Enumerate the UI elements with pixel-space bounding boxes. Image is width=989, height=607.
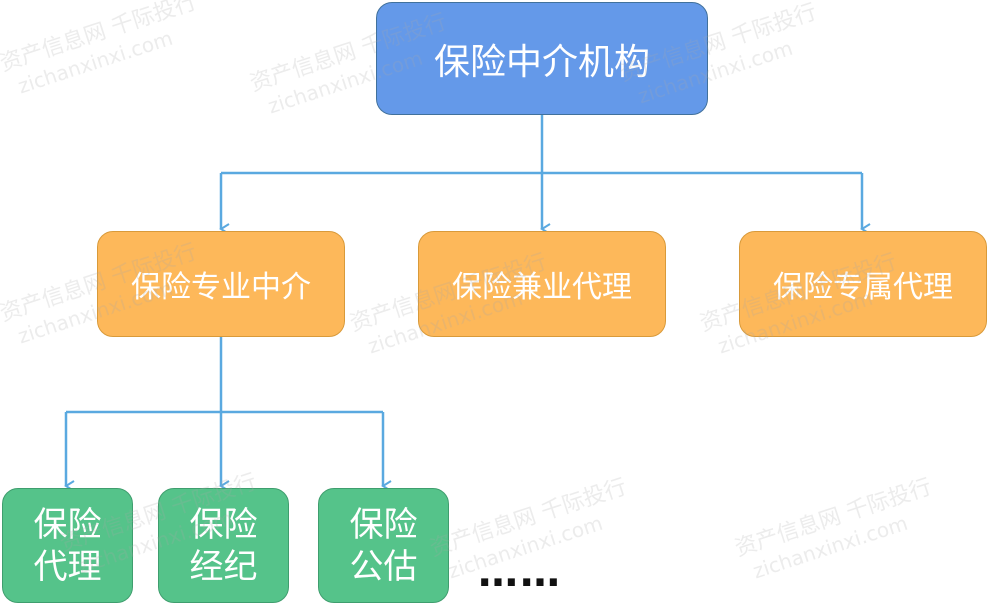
node-insurance-assessment: 保险 公估 [318,488,449,603]
node-label: 保险专属代理 [773,270,953,305]
node-insurance-brokerage: 保险 经纪 [158,488,289,603]
node-professional-intermediary: 保险专业中介 [97,231,345,337]
root-node-insurance-intermediary: 保险中介机构 [376,2,708,115]
node-label-line2: 代理 [33,546,102,587]
more-items-ellipsis: …… [478,550,562,596]
node-label-line2: 经纪 [189,546,258,587]
node-label: 保险兼业代理 [452,270,632,305]
node-insurance-agency: 保险 代理 [2,488,133,603]
root-node-label: 保险中介机构 [433,41,650,83]
node-label-line1: 保险 [189,504,258,545]
node-label-line2: 公估 [349,546,418,587]
node-exclusive-agency: 保险专属代理 [739,231,987,337]
node-label-line1: 保险 [33,504,102,545]
node-part-time-agency: 保险兼业代理 [418,231,666,337]
node-label-line1: 保险 [349,504,418,545]
node-label: 保险专业中介 [131,270,311,305]
